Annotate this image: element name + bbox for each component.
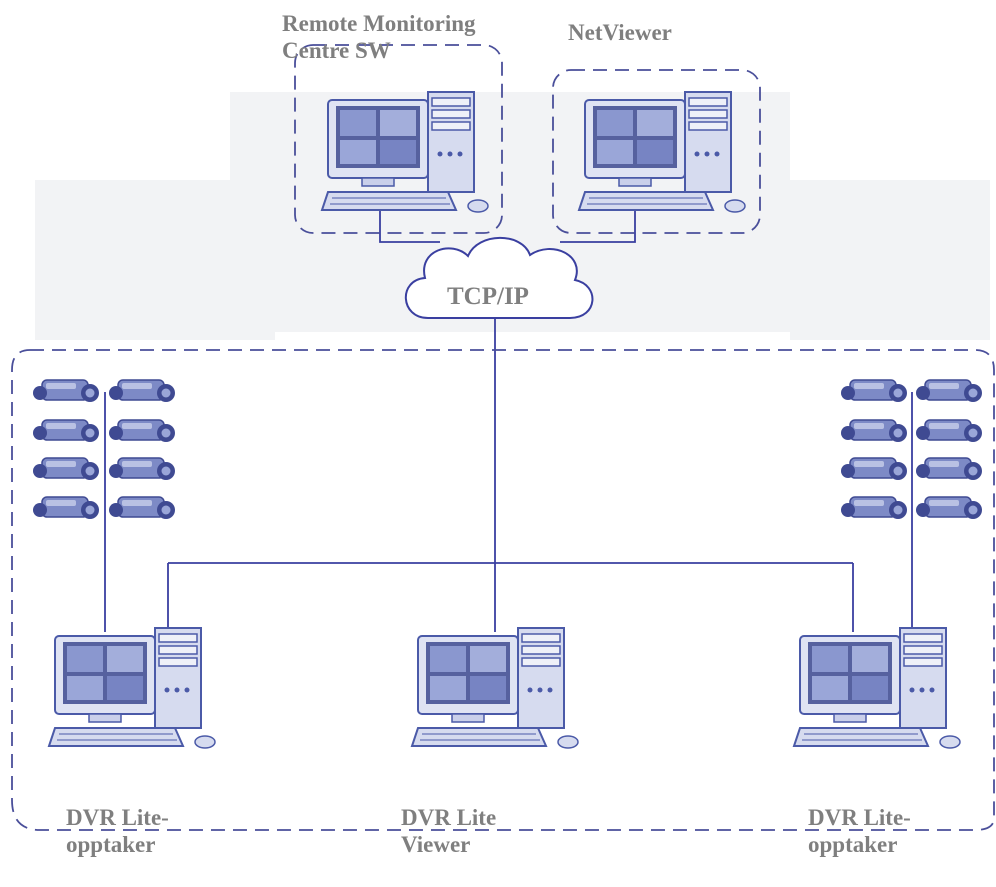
left-dvr-label: DVR Lite- opptaker (66, 804, 169, 858)
background-panel-right (790, 180, 990, 340)
left-dvr-label-line2: opptaker (66, 832, 156, 857)
left-dvr-workstation-icon (48, 627, 216, 749)
netviewer-workstation-icon (578, 91, 746, 213)
remote-monitoring-label-line2: Centre SW (282, 38, 391, 63)
tcp-ip-label: TCP/IP (447, 283, 529, 310)
remote-monitoring-label: Remote Monitoring Centre SW (282, 10, 522, 64)
remote-monitoring-label-line1: Remote Monitoring (282, 11, 476, 36)
center-dvr-workstation-icon (411, 627, 579, 749)
center-dvr-label-line2: Viewer (401, 832, 471, 857)
network-cloud-icon (404, 236, 594, 319)
center-dvr-label: DVR Lite Viewer (401, 804, 496, 858)
connection-lines (104, 205, 913, 632)
right-dvr-label: DVR Lite- opptaker (808, 804, 911, 858)
right-dvr-workstation-icon (793, 627, 961, 749)
right-dvr-label-line1: DVR Lite- (808, 805, 911, 830)
netviewer-label: NetViewer (568, 20, 672, 45)
right-dvr-label-line2: opptaker (808, 832, 898, 857)
dashed-boundaries (11, 44, 995, 831)
background-panel-left (35, 180, 275, 340)
left-dvr-label-line1: DVR Lite- (66, 805, 169, 830)
left-camera-cluster (32, 379, 176, 520)
remote-monitoring-workstation-icon (321, 91, 489, 213)
center-dvr-label-line1: DVR Lite (401, 805, 497, 830)
